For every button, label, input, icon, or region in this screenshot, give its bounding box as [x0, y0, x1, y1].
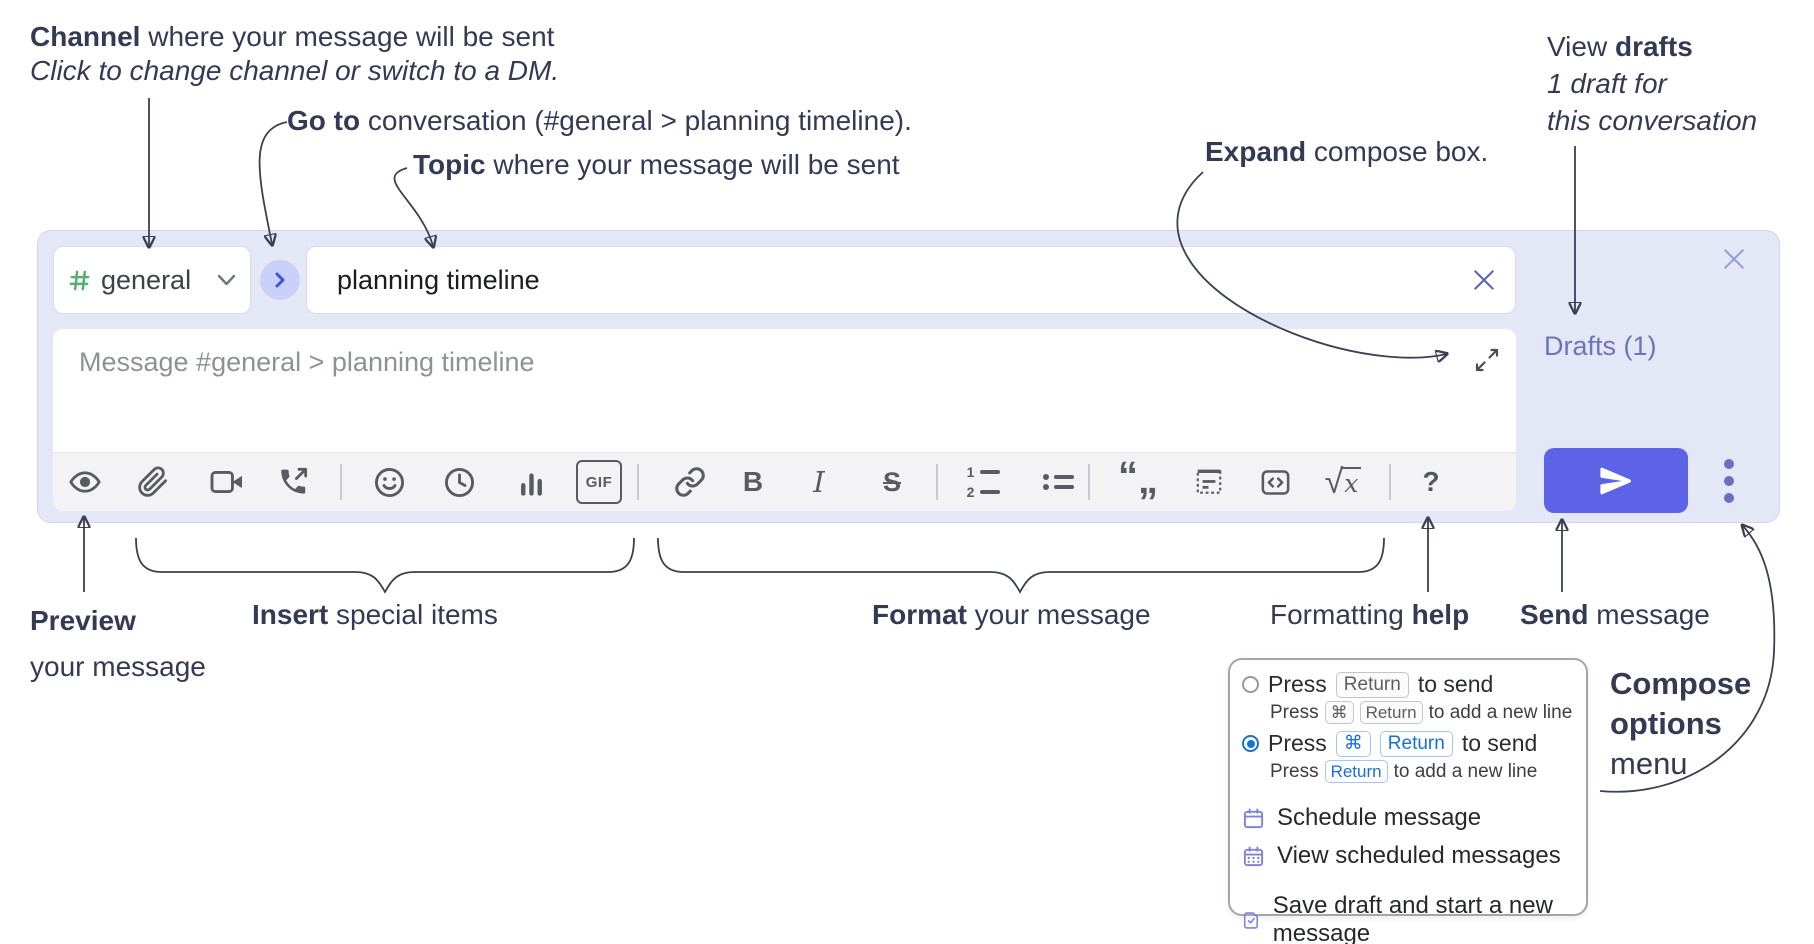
return-key: Return: [1359, 701, 1423, 724]
message-formatting-help-icon[interactable]: ?: [1408, 460, 1454, 504]
compose-options-annotation: Compose options menu: [1610, 666, 1752, 781]
strikethrough-icon[interactable]: S: [869, 460, 915, 504]
send-icon: [1600, 467, 1631, 494]
math-icon[interactable]: √x: [1320, 460, 1366, 504]
radio-selected-icon[interactable]: [1242, 735, 1259, 752]
attach-paperclip-icon[interactable]: [130, 460, 176, 504]
cmd-key: ⌘: [1324, 701, 1354, 724]
send-button[interactable]: [1544, 448, 1688, 513]
send-option-cmd-enter[interactable]: Press ⌘ Return to send: [1242, 730, 1586, 757]
sqrt-glyph: √: [1324, 462, 1344, 501]
cmd-key: ⌘: [1335, 730, 1371, 757]
formatting-help-annotation: Formatting help: [1270, 599, 1470, 630]
bulleted-list-icon[interactable]: [1035, 460, 1081, 504]
calendar-dots-icon: [1243, 845, 1264, 866]
insert-brace: [135, 537, 635, 594]
close-icon: [1724, 249, 1744, 269]
compose-options-menu-button[interactable]: [1719, 459, 1739, 503]
video-call-icon[interactable]: [204, 460, 250, 504]
numbered-list-icon[interactable]: 1 2: [960, 460, 1006, 504]
topic-value: planning timeline: [337, 264, 540, 295]
italic-label: I: [813, 465, 825, 499]
math-x-glyph: x: [1341, 466, 1362, 498]
topic-input[interactable]: planning timeline: [306, 246, 1516, 314]
menu-item-view-scheduled-messages[interactable]: View scheduled messages: [1242, 837, 1586, 875]
quote-close: „: [1138, 458, 1158, 502]
topic-annotation: Topic where your message will be sent: [413, 149, 900, 180]
expand-annotation: Expand compose box.: [1205, 136, 1489, 167]
expand-compose-icon[interactable]: [1474, 347, 1500, 373]
go-to-conversation-button[interactable]: [260, 260, 300, 300]
gif-icon[interactable]: GIF: [576, 460, 622, 504]
hash-icon: [69, 270, 90, 290]
view-drafts-annotation: View drafts 1 draft for this conversatio…: [1547, 31, 1758, 136]
drafts-link[interactable]: Drafts (1): [1544, 331, 1657, 361]
return-key: Return: [1324, 760, 1388, 783]
gif-label: GIF: [585, 473, 613, 491]
audio-call-icon[interactable]: [270, 460, 316, 504]
insert-annotation: Insert special items: [252, 599, 498, 630]
bold-label: B: [742, 466, 764, 497]
global-time-icon[interactable]: [436, 460, 482, 504]
quote-icon[interactable]: “ „: [1118, 456, 1160, 502]
channel-annotation: Channel where your message will be sent …: [30, 21, 560, 86]
poll-chart-icon[interactable]: [508, 460, 554, 504]
compose-toolbar: GIF B I S 1 2: [53, 453, 1516, 511]
preview-annotation: Preview your message: [30, 605, 206, 682]
return-key: Return: [1335, 671, 1409, 698]
code-icon[interactable]: [1252, 460, 1298, 504]
message-placeholder: Message #general > planning timeline: [79, 347, 535, 377]
send-option-cmd-enter-subtext: Press Return to add a new line: [1270, 760, 1538, 783]
compose-box: general planning timeline Drafts (1) Mes…: [37, 230, 1780, 523]
chevron-right-icon: [275, 272, 285, 288]
compose-options-menu: Press Return to send Press ⌘ Return to a…: [1228, 658, 1588, 944]
close-compose-button[interactable]: [1719, 244, 1749, 274]
toolbar-divider: [340, 464, 342, 500]
send-option-enter-subtext: Press ⌘ Return to add a new line: [1270, 701, 1573, 724]
goto-arrow: [258, 121, 288, 244]
calendar-icon: [1243, 807, 1264, 828]
channel-selector[interactable]: general: [53, 246, 251, 314]
channel-name: general: [101, 264, 192, 295]
send-option-enter[interactable]: Press Return to send: [1242, 671, 1586, 698]
format-annotation: Format your message: [872, 599, 1151, 630]
italic-icon[interactable]: I: [796, 460, 842, 504]
toolbar-divider: [936, 464, 938, 500]
radio-unselected-icon[interactable]: [1242, 676, 1259, 693]
toolbar-divider: [637, 464, 639, 500]
strike-label: S: [882, 466, 901, 497]
clear-topic-icon[interactable]: [1471, 267, 1497, 293]
message-input[interactable]: Message #general > planning timeline: [53, 329, 1516, 453]
emoji-icon[interactable]: [366, 460, 412, 504]
link-icon[interactable]: [667, 460, 713, 504]
spoiler-icon[interactable]: [1186, 460, 1232, 504]
goto-annotation: Go to conversation (#general > planning …: [287, 105, 912, 136]
preview-eye-icon[interactable]: [62, 460, 108, 504]
quote-open: “: [1118, 454, 1138, 498]
send-annotation: Send message: [1520, 599, 1710, 630]
bold-icon[interactable]: B: [730, 460, 776, 504]
format-brace: [657, 537, 1385, 594]
draft-document-icon: [1243, 911, 1259, 929]
chevron-down-icon: [217, 274, 236, 286]
toolbar-divider: [1088, 464, 1090, 500]
help-label: ?: [1422, 466, 1440, 497]
toolbar-divider: [1389, 464, 1391, 500]
menu-item-schedule-message[interactable]: Schedule message: [1242, 799, 1586, 837]
return-key: Return: [1379, 730, 1453, 757]
menu-item-save-draft[interactable]: Save draft and start a new message: [1242, 887, 1586, 944]
